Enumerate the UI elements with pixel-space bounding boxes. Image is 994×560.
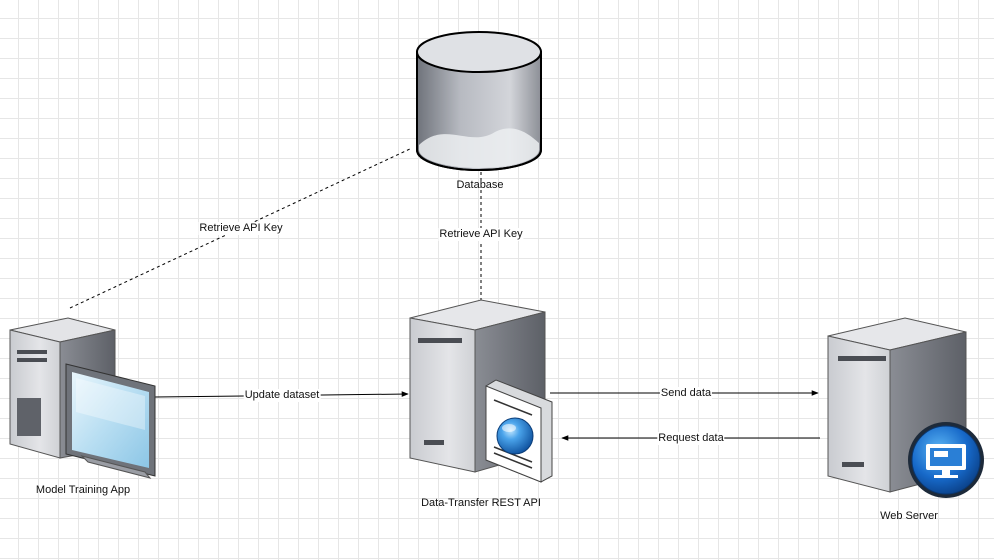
web-service-server-icon[interactable]: [409, 299, 553, 483]
edge-label-app-retrieve-api-key: Retrieve API Key: [198, 222, 284, 235]
workstation-icon[interactable]: [9, 317, 156, 479]
node-label-web-server: Web Server: [880, 510, 938, 522]
database-icon[interactable]: [416, 31, 542, 171]
node-label-rest-api: Data-Transfer REST API: [421, 497, 541, 509]
edge-label-request-data: Request data: [657, 432, 725, 445]
node-label-database: Database: [456, 179, 504, 191]
edge-label-update-dataset: Update dataset: [243, 389, 321, 402]
edge-label-api-retrieve-api-key: Retrieve API Key: [438, 228, 524, 241]
node-label-model-training-app: Model Training App: [35, 484, 131, 496]
web-server-icon[interactable]: [827, 317, 984, 498]
edge-label-send-data: Send data: [659, 387, 713, 400]
